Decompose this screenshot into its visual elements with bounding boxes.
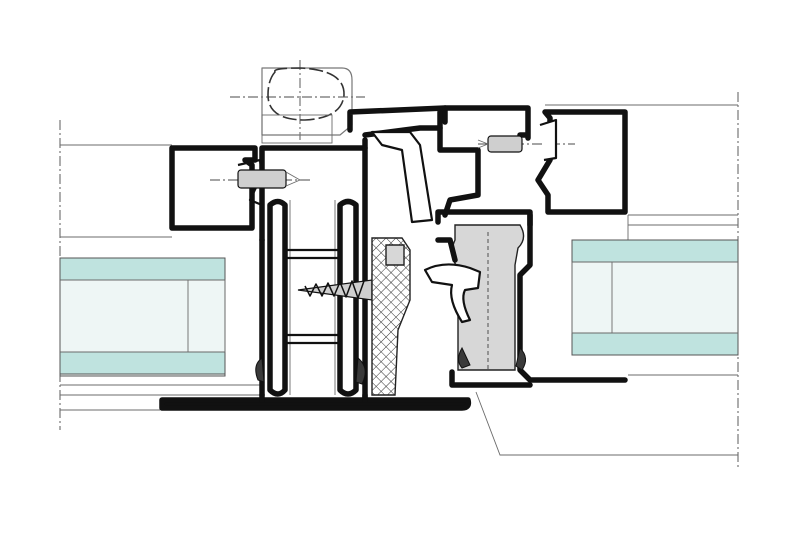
right-inner-gasket [355,356,366,385]
sash-screw [487,135,523,153]
left-glass-pane-bottom [59,351,226,375]
wall-outlines [60,104,738,456]
sash-bottom-gasket-left [458,346,471,369]
right-glazing-unit [571,239,739,356]
left-inner-gasket [255,357,265,383]
frame-screw-left [237,169,287,189]
handle-section [261,67,353,144]
left-glazing-unit [59,257,226,377]
sash-bottom-gasket-right [515,347,526,371]
outer-frame-profile-left [169,137,368,243]
left-glass-pane-top [59,257,226,281]
right-glass-pane-bottom [571,332,739,356]
thermal-break-insulator [255,145,368,401]
sash-profile [347,105,531,224]
outer-frame-profile-right [517,109,628,383]
right-glass-pane-top [571,239,739,263]
hatched-gasket [371,237,411,396]
locking-block [423,209,533,388]
bottom-cover-strip [159,392,472,411]
